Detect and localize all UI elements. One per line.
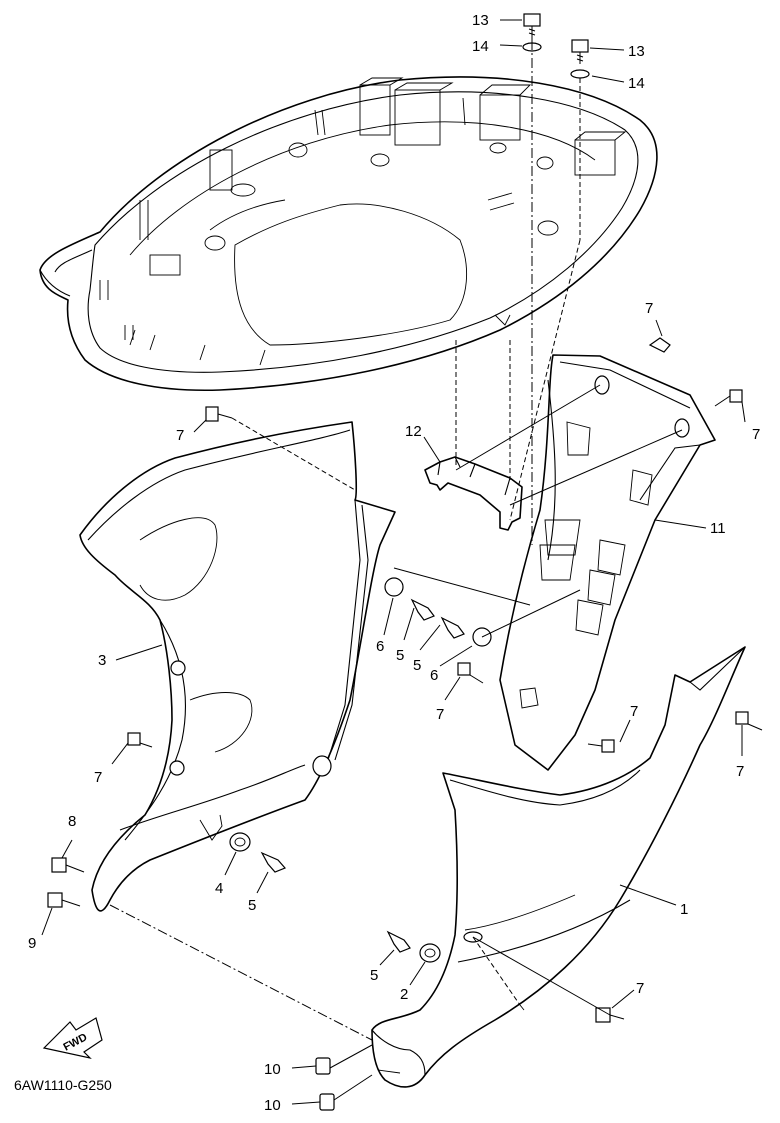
- callout-7: 7: [630, 703, 638, 720]
- leader-lines: [41, 19, 746, 1105]
- callout-7: 7: [752, 426, 760, 443]
- callout-11: 11: [710, 520, 726, 537]
- callout-10: 10: [264, 1061, 281, 1078]
- callout-10: 10: [264, 1097, 281, 1114]
- screw-8: [51, 857, 85, 873]
- callout-14-right: 14: [628, 75, 645, 92]
- starboard-apron: [499, 354, 716, 771]
- callout-12: 12: [405, 423, 422, 440]
- callout-3: 3: [98, 652, 106, 669]
- top-cowling: [39, 76, 658, 392]
- callout-2: 2: [400, 986, 408, 1003]
- callout-7: 7: [436, 706, 444, 723]
- callout-numbers: 13 14 13 14 7 7 7 12 11 3 6 5 5 6 7 7 7 …: [28, 12, 760, 1114]
- bolt-13-right: [571, 39, 589, 64]
- callout-7: 7: [636, 980, 644, 997]
- callout-6: 6: [376, 638, 384, 655]
- callout-7: 7: [645, 300, 653, 317]
- bolt-13-left: [523, 13, 541, 40]
- callout-6: 6: [430, 667, 438, 684]
- callout-5: 5: [248, 897, 256, 914]
- callout-4: 4: [215, 880, 223, 897]
- screw-9: [47, 892, 81, 908]
- grommet-4: [229, 832, 251, 852]
- port-apron: [79, 421, 396, 912]
- callout-13-right: 13: [628, 43, 645, 60]
- clip-nut-10: [315, 1057, 335, 1111]
- grommet-6: [384, 577, 492, 647]
- assembly-lines: [109, 40, 683, 1101]
- fwd-direction-arrow: FWD: [42, 1017, 103, 1060]
- bottom-cowling: [371, 646, 746, 1088]
- pin-5: [260, 598, 465, 953]
- callout-5: 5: [370, 967, 378, 984]
- callout-9: 9: [28, 935, 36, 952]
- callout-7: 7: [736, 763, 744, 780]
- grommet-2: [419, 943, 441, 963]
- callout-1: 1: [680, 901, 688, 918]
- bracket: [424, 456, 523, 531]
- screw-7: [127, 337, 763, 1023]
- callout-7: 7: [94, 769, 102, 786]
- callout-5: 5: [413, 657, 421, 674]
- washer-14-right: [570, 69, 590, 79]
- drawing-code: 6AW1110-G250: [14, 1077, 112, 1093]
- callout-7: 7: [176, 427, 184, 444]
- callout-5: 5: [396, 647, 404, 664]
- callout-13-left: 13: [472, 12, 489, 29]
- callout-8: 8: [68, 813, 76, 830]
- callout-14-left: 14: [472, 38, 489, 55]
